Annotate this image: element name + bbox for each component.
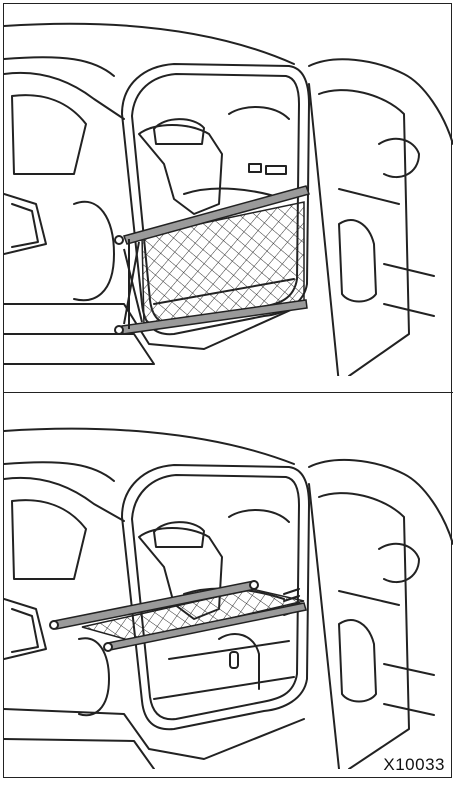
door-armrest xyxy=(339,591,399,605)
tie-down-hook xyxy=(230,652,238,668)
headrest xyxy=(154,119,204,144)
cargo-net-vertical-drawing xyxy=(4,4,453,376)
bar-end-front-left xyxy=(50,621,58,629)
rear-window xyxy=(12,500,86,579)
door-armrest-2 xyxy=(384,664,434,675)
side-door-panel xyxy=(319,493,409,769)
tail-lamp-inner xyxy=(12,204,38,247)
quarter-trim xyxy=(229,107,289,119)
cargo-net-horizontal-drawing xyxy=(4,409,453,769)
side-door-edge xyxy=(309,484,339,769)
door-armrest-2 xyxy=(384,264,434,276)
rear-fender xyxy=(74,202,114,300)
side-door-outline xyxy=(309,59,453,144)
bumper xyxy=(4,709,304,759)
quarter-trim xyxy=(229,510,289,522)
panel-divider xyxy=(4,392,453,393)
illustration-cargo-net-horizontal xyxy=(4,409,453,769)
door-handle-area xyxy=(379,139,419,177)
door-pocket xyxy=(339,620,376,701)
door-handle-area xyxy=(379,544,419,582)
hook-lower-left xyxy=(115,326,123,334)
hook-upper-left xyxy=(115,236,123,244)
rear-seat-back xyxy=(139,125,222,214)
tail-lamp-inner xyxy=(12,609,38,652)
roof-line xyxy=(4,429,294,464)
rear-window xyxy=(12,95,86,174)
door-pocket xyxy=(339,220,376,301)
bumper-lower xyxy=(4,334,154,364)
bar-end-rear-left xyxy=(104,643,112,651)
door-armrest xyxy=(339,189,399,204)
cargo-floor xyxy=(154,677,294,699)
bumper-lower xyxy=(4,739,154,769)
illustration-cargo-net-vertical xyxy=(4,4,453,376)
figure-code: X10033 xyxy=(383,755,445,775)
headrest xyxy=(154,522,204,547)
side-door-panel xyxy=(319,90,409,376)
side-door-edge xyxy=(309,84,339,376)
bar-end-front-right xyxy=(250,581,258,589)
vent-grille-1 xyxy=(284,589,299,594)
storage-slot-1 xyxy=(249,164,261,172)
storage-slot-2 xyxy=(266,166,286,174)
figure-frame: X10033 xyxy=(3,3,452,778)
